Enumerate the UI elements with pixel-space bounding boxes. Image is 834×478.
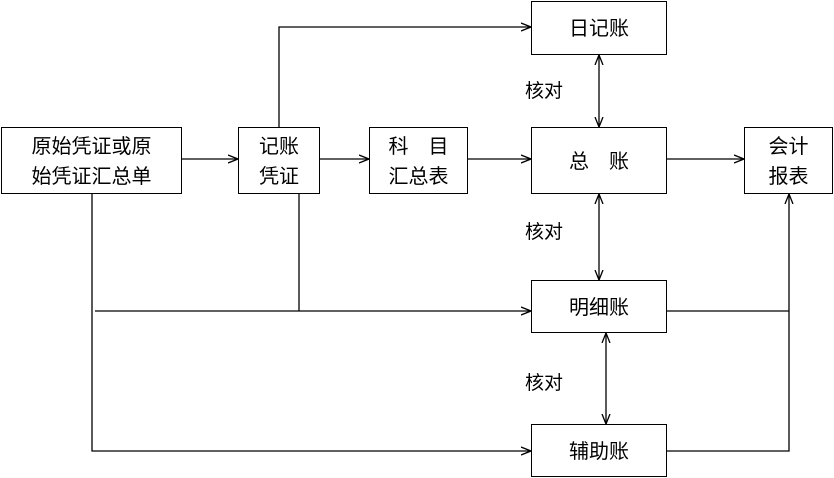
detail-ledger-label: 明细账 — [569, 294, 629, 319]
voucher-box: 记账 凭证 — [238, 127, 320, 194]
accounting-report-box: 会计 报表 — [744, 127, 833, 194]
general-ledger-label: 总 账 — [569, 148, 629, 173]
general-ledger-box: 总 账 — [531, 127, 667, 194]
arrow-voucher-to-journal — [278, 27, 531, 127]
account-summary-line1: 科 目 — [388, 133, 449, 158]
arrow-aux-to-report — [667, 194, 789, 452]
voucher-line2: 凭证 — [259, 163, 299, 188]
account-summary-line2: 汇总表 — [388, 163, 449, 188]
arrow-source-to-aux — [91, 194, 531, 451]
source-documents-box: 原始凭证或原 始凭证汇总单 — [1, 127, 182, 194]
voucher-line1: 记账 — [259, 133, 299, 158]
accounting-report-line1: 会计 — [768, 133, 809, 158]
journal-label: 日记账 — [569, 16, 629, 40]
auxiliary-ledger-box: 辅助账 — [531, 424, 667, 477]
source-documents-line2: 始凭证汇总单 — [31, 163, 152, 188]
auxiliary-ledger-label: 辅助账 — [569, 438, 629, 463]
accounting-report-line2: 报表 — [768, 163, 809, 188]
check-label-journal-ledger: 核对 — [525, 80, 564, 102]
check-label-ledger-detail: 核对 — [525, 221, 564, 243]
detail-ledger-box: 明细账 — [531, 280, 667, 333]
journal-box: 日记账 — [531, 1, 667, 55]
account-summary-box: 科 目 汇总表 — [369, 127, 468, 194]
source-documents-line1: 原始凭证或原 — [31, 133, 152, 158]
check-label-detail-aux: 核对 — [525, 372, 564, 394]
